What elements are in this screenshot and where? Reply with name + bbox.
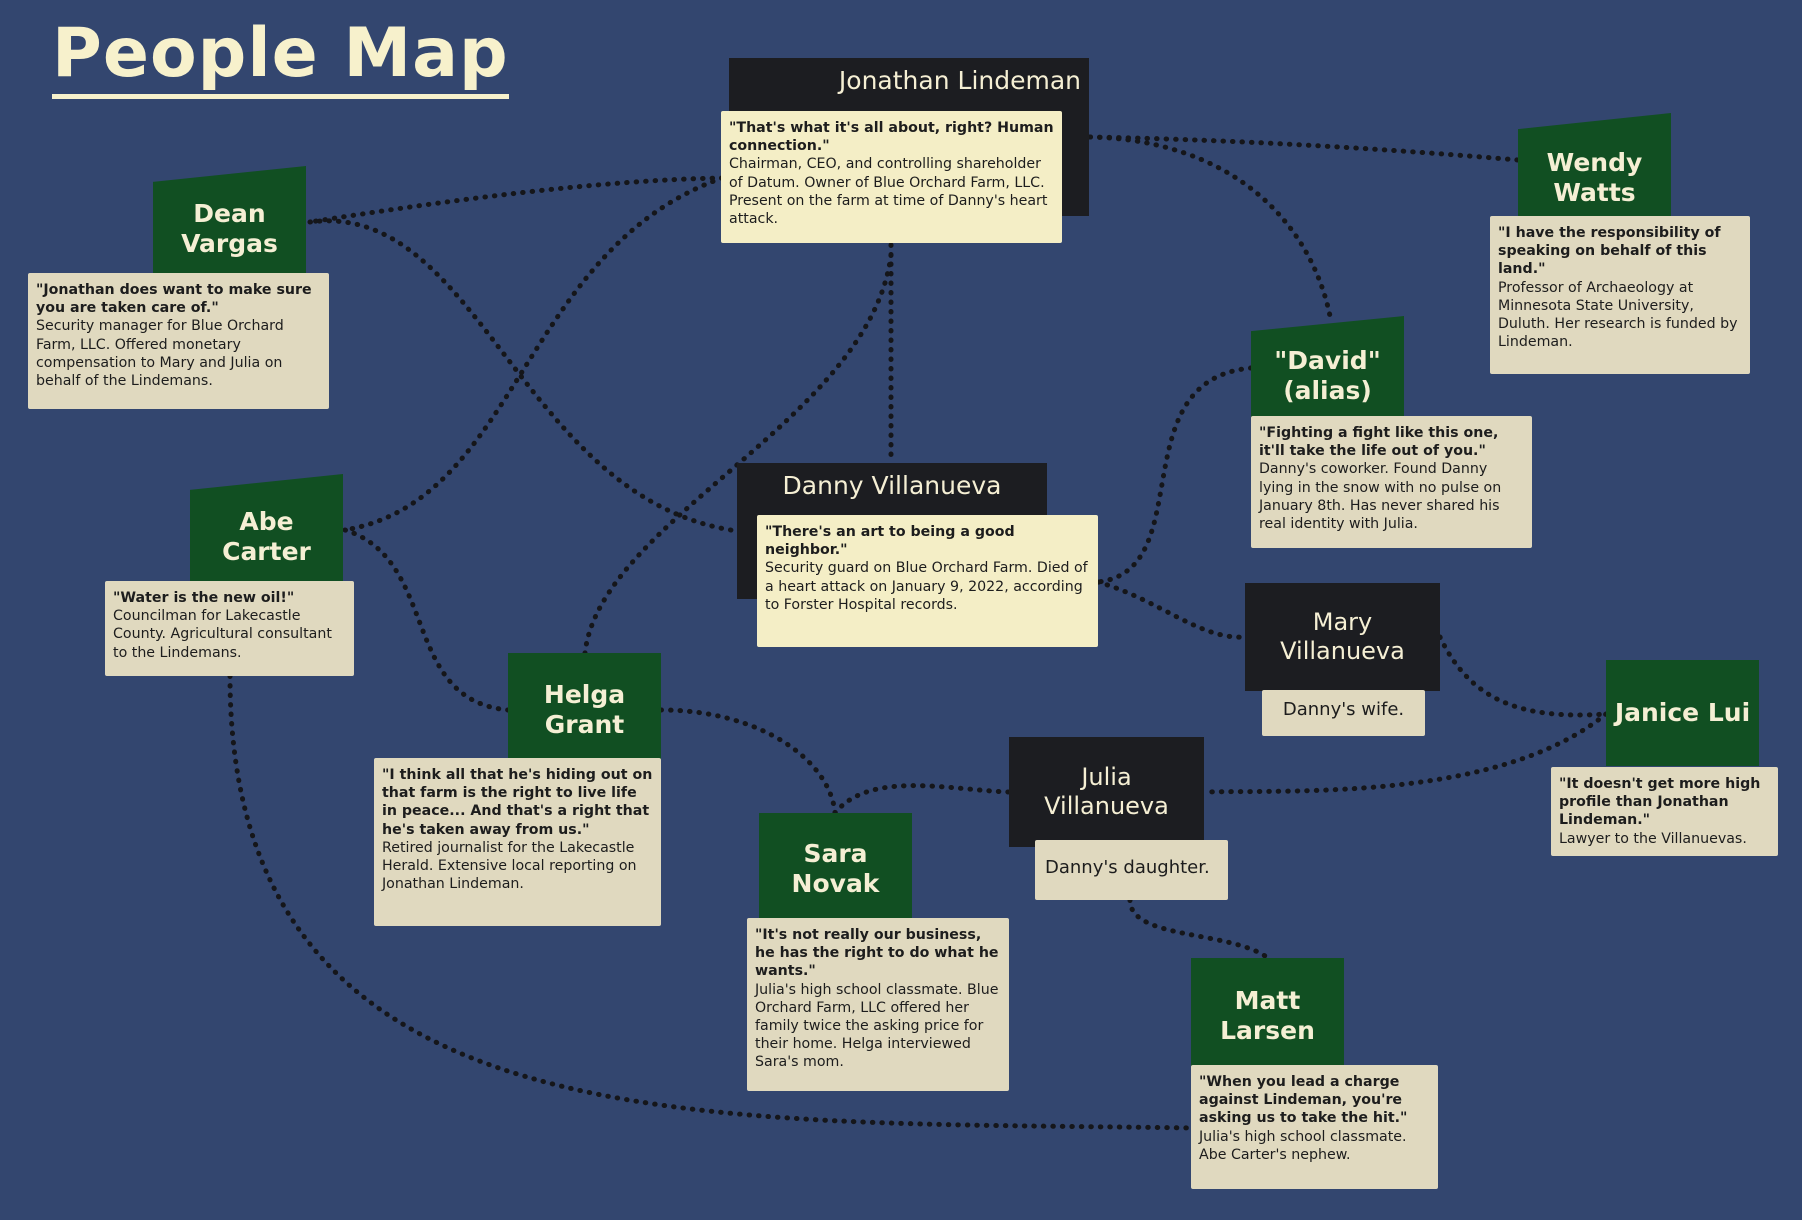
card-matt: "When you lead a charge against Lindeman… (1191, 1065, 1438, 1189)
quote-matt: "When you lead a charge against Lindeman… (1199, 1074, 1408, 1127)
card-wendy: "I have the responsibility of speaking o… (1490, 216, 1750, 374)
card-janice: "It doesn't get more high profile than J… (1551, 767, 1778, 856)
connector-sara-julia (832, 783, 1012, 816)
desc-helga: Retired journalist for the Lakecastle He… (382, 839, 637, 893)
card-dean: "Jonathan does want to make sure you are… (28, 273, 329, 409)
connector-jonathan-abe (342, 175, 725, 533)
name-janice: Janice Lui (1614, 698, 1751, 727)
connector-jonathan-dean (307, 175, 725, 225)
connector-danny-mary (1095, 579, 1248, 640)
connector-david-danny (1095, 365, 1254, 585)
connector-abe-matt (227, 673, 1194, 1131)
connector-julia-matt (1127, 897, 1271, 961)
name-box-dean[interactable]: Dean Vargas (153, 166, 306, 279)
quote-wendy: "I have the responsibility of speaking o… (1498, 225, 1721, 278)
connector-jonathan-helga (582, 252, 894, 656)
card-julia: Danny's daughter. (1035, 840, 1228, 900)
quote-danny: "There's an art to being a good neighbor… (765, 524, 1015, 559)
desc-abe: Councilman for Lakecastle County. Agricu… (113, 608, 332, 661)
connector-jonathan-wendy (1087, 134, 1521, 163)
name-box-sara[interactable]: Sara Novak (759, 813, 912, 924)
name-matt: Matt Larsen (1220, 985, 1315, 1045)
name-david: "David" (alias) (1274, 346, 1381, 405)
quote-abe: "Water is the new oil!" (113, 590, 295, 606)
name-box-david[interactable]: "David" (alias) (1251, 316, 1404, 424)
quote-sara: "It's not really our business, he has th… (755, 927, 999, 980)
name-mary: Mary Villanueva (1280, 608, 1405, 665)
name-jonathan: Jonathan Lindeman (838, 66, 1081, 95)
quote-janice: "It doesn't get more high profile than J… (1559, 776, 1761, 829)
connector-jonathan-david (1087, 134, 1333, 319)
desc-julia: Danny's daughter. (1045, 857, 1210, 878)
name-box-wendy[interactable]: Wendy Watts (1518, 113, 1671, 228)
name-danny: Danny Villanueva (782, 471, 1002, 500)
card-jonathan: "That's what it's all about, right? Huma… (721, 111, 1062, 243)
desc-janice: Lawyer to the Villanuevas. (1559, 830, 1747, 847)
desc-dean: Security manager for Blue Orchard Farm, … (36, 318, 284, 390)
connector-mary-janice (1437, 634, 1609, 718)
connector-abe-helga (342, 527, 511, 713)
name-box-abe[interactable]: Abe Carter (190, 474, 343, 587)
name-box-janice[interactable]: Janice Lui (1606, 660, 1759, 766)
name-box-matt[interactable]: Matt Larsen (1191, 958, 1344, 1073)
card-mary: Danny's wife. (1262, 690, 1425, 736)
connector-janice-julia (1201, 711, 1609, 795)
name-abe: Abe Carter (222, 506, 311, 566)
card-sara: "It's not really our business, he has th… (747, 918, 1009, 1091)
quote-david: "Fighting a fight like this one, it'll t… (1259, 425, 1499, 460)
name-box-mary[interactable]: Mary Villanueva (1245, 583, 1440, 691)
desc-matt: Julia's high school classmate. Abe Carte… (1199, 1128, 1407, 1163)
desc-wendy: Professor of Archaeology at Minnesota St… (1498, 279, 1738, 351)
quote-jonathan: "That's what it's all about, right? Huma… (729, 120, 1054, 155)
desc-david: Danny's coworker. Found Danny lying in t… (1259, 461, 1502, 533)
name-julia: Julia Villanueva (1044, 763, 1169, 820)
name-box-helga[interactable]: Helga Grant (508, 653, 661, 766)
name-sara: Sara Novak (791, 838, 880, 898)
name-dean: Dean Vargas (181, 198, 278, 258)
quote-dean: "Jonathan does want to make sure you are… (36, 282, 312, 317)
connector-dean-danny (307, 218, 740, 534)
desc-mary: Danny's wife. (1282, 699, 1405, 720)
name-box-julia[interactable]: Julia Villanueva (1009, 737, 1204, 847)
connector-helga-sara (658, 707, 838, 816)
card-helga: "I think all that he's hiding out on tha… (374, 758, 661, 926)
desc-danny: Security guard on Blue Orchard Farm. Die… (765, 560, 1088, 613)
desc-sara: Julia's high school classmate. Blue Orch… (755, 981, 999, 1071)
card-david: "Fighting a fight like this one, it'll t… (1251, 416, 1532, 548)
name-wendy: Wendy Watts (1546, 147, 1643, 207)
quote-helga: "I think all that he's hiding out on tha… (382, 767, 653, 838)
card-danny: "There's an art to being a good neighbor… (757, 515, 1098, 647)
page-title: People Map (52, 14, 509, 99)
name-helga: Helga Grant (543, 679, 626, 739)
desc-jonathan: Chairman, CEO, and controlling sharehold… (729, 156, 1048, 228)
card-abe: "Water is the new oil!" Councilman for L… (105, 581, 354, 676)
